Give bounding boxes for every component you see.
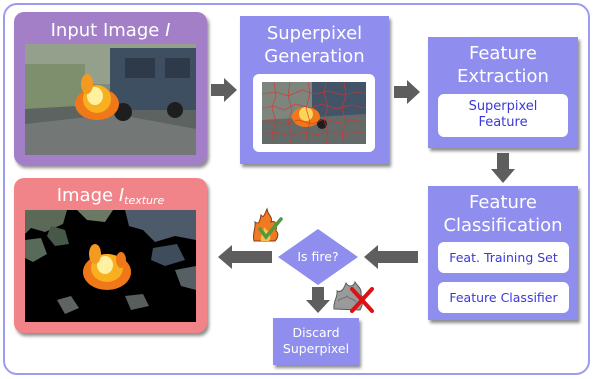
texture-image-box: Image Itexture (14, 178, 207, 333)
arrow-right-1 (211, 78, 237, 102)
classification-title-line2: Classification (443, 215, 563, 236)
superpixel-title-line1: Superpixel (266, 23, 363, 44)
arrow-down-1 (491, 153, 515, 183)
feature-classification-box: Feature Classification Feat. Training Se… (428, 186, 578, 320)
feature-extraction-box: Feature Extraction Superpixel Feature (428, 37, 578, 148)
input-image-title: Input Image I (50, 20, 171, 41)
input-image-box: Input Image I (14, 12, 207, 165)
superpixel-generation-box: Superpixel Generation (240, 16, 389, 164)
discard-line1: Discard (292, 325, 340, 340)
texture-image-title: Image Itexture (56, 185, 165, 207)
discard-line2: Superpixel (282, 341, 350, 356)
feature-classifier-box: Feature Classifier (438, 282, 569, 313)
classification-title-line1: Feature (468, 192, 538, 213)
arrow-down-2 (306, 287, 330, 313)
arrow-left-1 (364, 245, 418, 269)
is-fire-label: Is fire? (297, 249, 339, 264)
arrow-right-2 (394, 80, 420, 104)
texture-photo (25, 210, 196, 322)
texture-photo-scene (25, 210, 196, 322)
superpixel-image-frame (253, 74, 375, 152)
extraction-title-line1: Feature (468, 43, 538, 64)
superpixel-feature-line1: Superpixel (468, 99, 538, 114)
discard-superpixel-box: Discard Superpixel (273, 318, 359, 365)
input-photo-scene (25, 44, 196, 155)
superpixel-feature-line2: Feature (478, 115, 528, 130)
is-fire-decision-diamond (278, 229, 358, 285)
arrow-left-2 (218, 245, 272, 269)
superpixel-image (262, 82, 366, 144)
superpixel-title-line2: Generation (264, 46, 365, 67)
input-photo (25, 44, 196, 155)
superpixel-feature-label-box: Superpixel Feature (438, 94, 568, 137)
fire-cross-icon (333, 280, 374, 313)
extraction-title-line2: Extraction (457, 66, 549, 87)
feat-training-set-box: Feat. Training Set (438, 242, 569, 273)
fire-check-icon (252, 207, 283, 242)
